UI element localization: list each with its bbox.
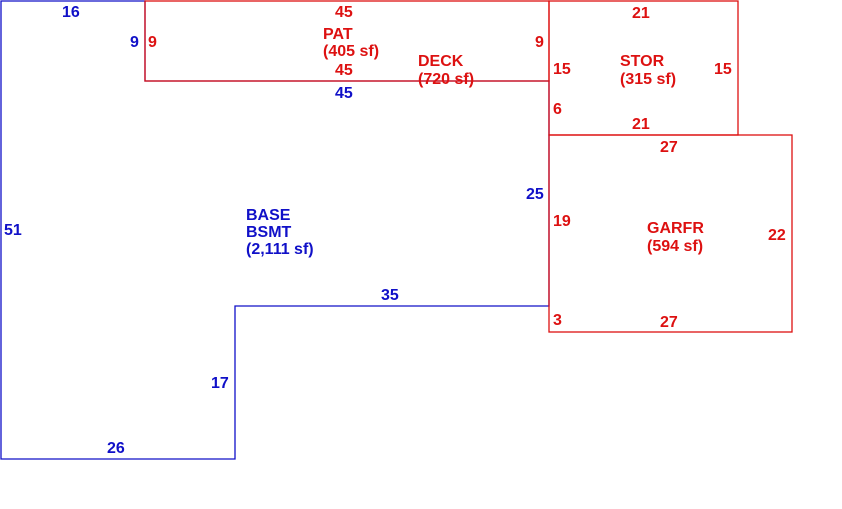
dim-patio-left: 9: [148, 34, 157, 51]
dim-garage-segment: 3: [553, 312, 562, 329]
dim-storage-top: 21: [632, 5, 650, 22]
dim-storage-left: 15: [553, 61, 571, 78]
base-code-label: BASE: [246, 207, 291, 224]
dim-base-notch-left: 9: [130, 34, 139, 51]
dim-base-notch-bottom: 45: [335, 85, 353, 102]
dim-patio-top: 45: [335, 4, 353, 21]
base-area-label: (2,111 sf): [246, 241, 314, 258]
dim-garage-bottom: 27: [660, 314, 678, 331]
patio-area-label: (405 sf): [323, 43, 379, 60]
deck-code-label: DECK: [418, 53, 464, 70]
dim-patio-bottom: 45: [335, 62, 353, 79]
garage-outline: [548, 134, 793, 333]
dim-garage-right: 22: [768, 227, 786, 244]
dim-base-right: 25: [526, 186, 544, 203]
dim-base-step-vertical: 17: [211, 375, 229, 392]
dim-storage-right: 15: [714, 61, 732, 78]
dim-storage-bottom: 21: [632, 116, 650, 133]
patio-code-label: PAT: [323, 26, 353, 43]
dim-garage-left: 19: [553, 213, 571, 230]
deck-area-label: (720 sf): [418, 71, 474, 88]
storage-code-label: STOR: [620, 53, 665, 70]
dim-base-top: 16: [62, 4, 80, 21]
base-name-label: BSMT: [246, 224, 292, 241]
dim-garage-top: 27: [660, 139, 678, 156]
garage-area-label: (594 sf): [647, 238, 703, 255]
garage-code-label: GARFR: [647, 220, 704, 237]
dim-base-step-horizontal: 35: [381, 287, 399, 304]
dim-deck-segment: 6: [553, 101, 562, 118]
dim-patio-right: 9: [535, 34, 544, 51]
storage-area-label: (315 sf): [620, 71, 676, 88]
dim-base-left: 51: [4, 222, 22, 239]
dim-base-bottom: 26: [107, 440, 125, 457]
